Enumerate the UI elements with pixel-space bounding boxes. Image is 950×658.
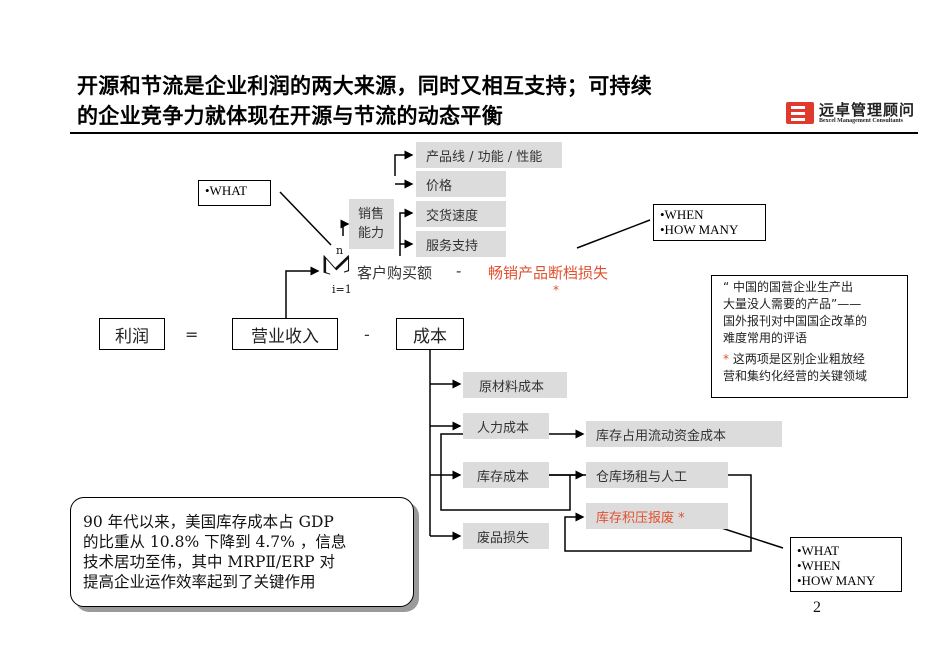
stockout-star: * bbox=[553, 283, 559, 297]
title-line-1: 开源和节流是企业利润的两大来源，同时又相互支持；可持续 bbox=[77, 74, 653, 98]
connector-line bbox=[340, 219, 350, 236]
callout-when-howmany: •WHEN •HOW MANY bbox=[653, 204, 766, 241]
cost-item-label: 人力成本 bbox=[477, 420, 530, 436]
sales-capability-line-2: 能力 bbox=[358, 226, 385, 241]
factor-label: 产品线 / 功能 / 性能 bbox=[426, 149, 543, 165]
minus-sign: - bbox=[364, 325, 370, 344]
fact-line: 90 年代以来，美国库存成本占 GDP bbox=[83, 513, 334, 531]
sales-capability-box: 销售 能力 bbox=[349, 199, 394, 249]
inventory-warehouse-rent-labor: 仓库场租与人工 bbox=[586, 462, 728, 488]
revenue-label: 营业收入 bbox=[251, 326, 319, 347]
callout-item: •WHEN bbox=[660, 207, 704, 222]
factor-price: 价格 bbox=[416, 171, 506, 197]
connector-line bbox=[285, 266, 320, 318]
fact-line: 技术居功至伟，其中 MRPⅡ/ERP 对 bbox=[83, 553, 335, 571]
revenue-box: 营业收入 bbox=[232, 318, 338, 350]
inventory-item-label: 库存占用流动资金成本 bbox=[596, 428, 727, 444]
note-star: * bbox=[723, 352, 729, 366]
profit-box: 利润 bbox=[99, 318, 165, 350]
customer-purchase-amount: 客户购买额 bbox=[357, 264, 433, 282]
page-number: 2 bbox=[813, 599, 821, 616]
quote-line: 大量没人需要的产品”—— bbox=[723, 297, 862, 311]
fact-line: 的比重从 10.8% 下降到 4.7% ，信息 bbox=[83, 533, 347, 551]
cost-item-inventory: 库存成本 bbox=[463, 462, 549, 488]
title-line-2: 的企业竞争力就体现在开源与节流的动态平衡 bbox=[77, 104, 503, 128]
note-text: 这两项是区别企业粗放经 bbox=[732, 352, 865, 366]
connector-line bbox=[394, 150, 414, 176]
quote-line: 国外报刊对中国国企改革的 bbox=[723, 314, 868, 328]
equals-sign: = bbox=[185, 325, 199, 344]
callout-what: •WHAT bbox=[198, 180, 271, 206]
sales-capability-line-1: 销售 bbox=[358, 207, 385, 222]
sum-lower-limit: i=1 bbox=[332, 283, 352, 296]
sum-symbol-icon: ∑ bbox=[322, 255, 355, 275]
logo-name-en: Bexcel Management Consultants bbox=[819, 118, 903, 124]
callout-item: •WHAT bbox=[797, 543, 840, 558]
inventory-obsolescence-scrap: 库存积压报废 * bbox=[586, 503, 728, 529]
title-divider bbox=[70, 132, 918, 134]
cost-item-label: 库存成本 bbox=[477, 469, 530, 485]
quote-box: “ 中国的国营企业生产出 大量没人需要的产品”—— 国外报刊对中国国企改革的 难… bbox=[711, 275, 908, 398]
note-line: 营和集约化经营的关键领域 bbox=[723, 369, 868, 383]
formula-minus: - bbox=[456, 262, 462, 280]
sum-upper-limit: n bbox=[336, 244, 344, 257]
stockout-loss: 畅销产品断档损失 bbox=[488, 264, 609, 282]
cost-item-scrap-loss: 废品损失 bbox=[463, 523, 549, 549]
logo-name-cn: 远卓管理顾问 bbox=[819, 101, 916, 119]
factor-delivery-speed: 交货速度 bbox=[416, 201, 506, 227]
quote-line: 难度常用的评语 bbox=[723, 331, 808, 345]
factor-label: 服务支持 bbox=[426, 238, 479, 254]
callout-item: •WHAT bbox=[205, 183, 248, 198]
company-logo: 远卓管理顾问 Bexcel Management Consultants bbox=[786, 99, 921, 127]
cost-box: 成本 bbox=[396, 318, 464, 350]
fact-line: 提高企业运作效率起到了关键作用 bbox=[83, 573, 316, 591]
logo-book-icon bbox=[786, 102, 814, 124]
callout-line bbox=[576, 219, 651, 249]
inventory-item-label: 库存积压报废 * bbox=[596, 510, 685, 526]
callout-what-when-howmany: •WHAT •WHEN •HOW MANY bbox=[790, 537, 902, 592]
cost-item-label: 废品损失 bbox=[477, 530, 530, 546]
profit-label: 利润 bbox=[115, 326, 149, 347]
callout-item: •WHEN bbox=[797, 558, 841, 573]
fact-box: 90 年代以来，美国库存成本占 GDP 的比重从 10.8% 下降到 4.7% … bbox=[70, 497, 414, 607]
connector-line bbox=[399, 208, 414, 256]
callout-item: •HOW MANY bbox=[660, 222, 739, 237]
factor-label: 交货速度 bbox=[426, 208, 479, 224]
inventory-item-label: 仓库场租与人工 bbox=[596, 469, 688, 485]
cost-item-label: 原材料成本 bbox=[479, 379, 545, 395]
callout-line bbox=[279, 191, 332, 246]
inventory-working-capital-cost: 库存占用流动资金成本 bbox=[586, 421, 782, 447]
slide-title: 开源和节流是企业利润的两大来源，同时又相互支持；可持续 的企业竞争力就体现在开源… bbox=[77, 71, 652, 131]
callout-item: •HOW MANY bbox=[797, 573, 876, 588]
cost-item-labor: 人力成本 bbox=[463, 413, 549, 439]
quote-line: “ 中国的国营企业生产出 bbox=[723, 280, 854, 294]
factor-service-support: 服务支持 bbox=[416, 231, 506, 257]
factor-product-line: 产品线 / 功能 / 性能 bbox=[416, 142, 562, 168]
note-line: * 这两项是区别企业粗放经 bbox=[723, 351, 907, 368]
factor-label: 价格 bbox=[426, 178, 453, 194]
cost-item-raw-material: 原材料成本 bbox=[463, 372, 567, 398]
cost-label: 成本 bbox=[413, 326, 447, 347]
